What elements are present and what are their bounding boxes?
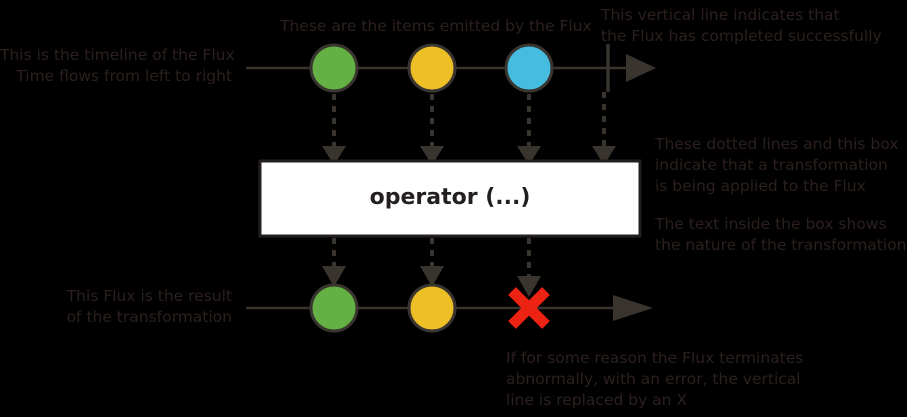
marble-yellow-2[interactable] (407, 283, 457, 333)
marble-green-2[interactable] (309, 283, 359, 333)
transform-arrow-top-yellow (420, 94, 444, 165)
result-timeline-arrowhead (613, 295, 653, 321)
transform-arrows-top (322, 92, 616, 165)
transform-arrow-top-blue (517, 94, 541, 165)
transform-arrow-bottom-yellow (420, 238, 444, 287)
transform-arrow-top-green (322, 94, 346, 165)
marble-blue-1[interactable] (504, 43, 554, 93)
transform-arrow-bottom-error (517, 238, 541, 297)
marble-green-1[interactable] (309, 43, 359, 93)
annotation-error: If for some reason the Flux terminates a… (506, 349, 804, 409)
transform-arrow-bottom-green (322, 238, 346, 287)
source-flux-timeline (246, 43, 656, 93)
annotation-timeline: This is the timeline of the Flux Time fl… (0, 46, 235, 85)
annotation-completion: This vertical line indicates that the Fl… (601, 6, 882, 45)
annotation-box-text: The text inside the box shows the nature… (655, 215, 907, 254)
operator-box[interactable] (258, 159, 642, 238)
transform-arrows-bottom (322, 238, 541, 297)
operator-box-label: operator (...) (369, 185, 531, 210)
annotation-result: This Flux is the result of the transform… (66, 287, 232, 326)
marble-yellow-1[interactable] (407, 43, 457, 93)
source-timeline-arrowhead (626, 54, 656, 82)
result-flux-timeline (246, 283, 653, 333)
annotation-items-emitted: These are the items emitted by the Flux (280, 17, 592, 35)
annotation-transformation: These dotted lines and this box indicate… (655, 135, 899, 195)
transform-arrow-top-completion (592, 92, 616, 165)
error-x-icon (508, 287, 550, 329)
